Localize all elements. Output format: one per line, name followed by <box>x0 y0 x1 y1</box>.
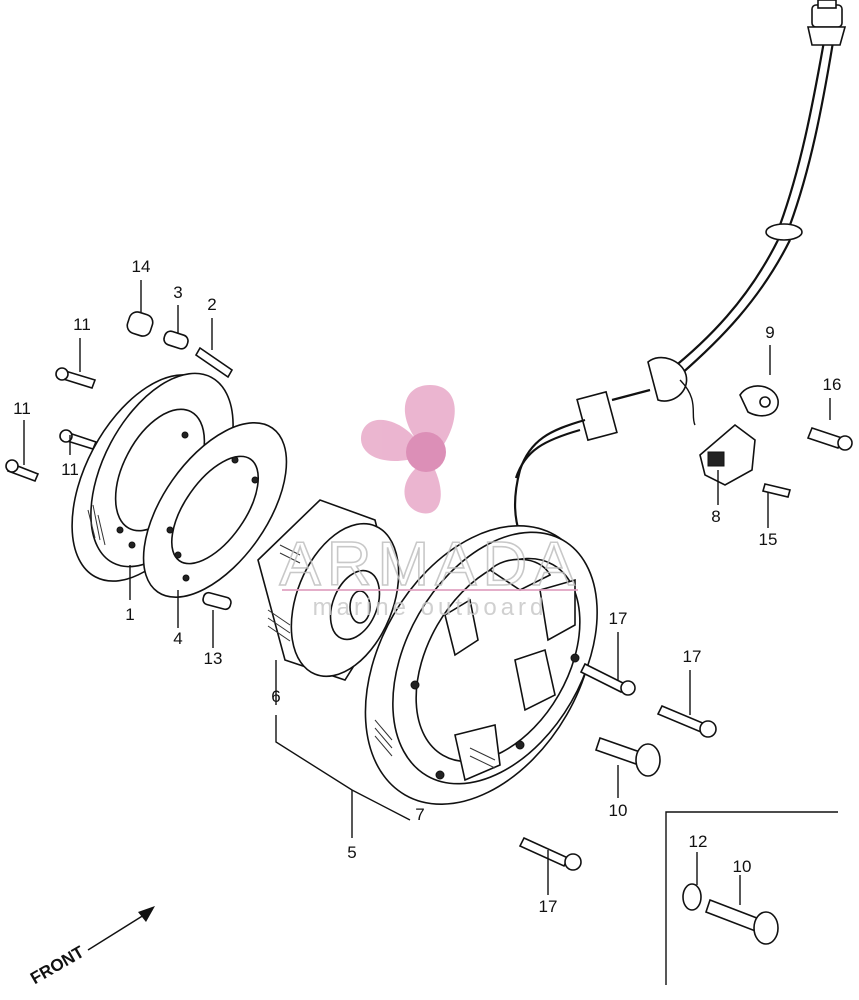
label-13: 13 <box>204 649 223 668</box>
label-5: 5 <box>347 843 356 862</box>
label-15: 15 <box>759 530 778 549</box>
label-7: 7 <box>415 805 424 824</box>
front-indicator <box>87 906 155 951</box>
label-17b: 17 <box>683 647 702 666</box>
watermark-title: ARMADA <box>279 530 580 599</box>
label-17c: 17 <box>539 897 558 916</box>
propeller-icon <box>360 385 455 514</box>
label-10a: 10 <box>609 801 628 820</box>
label-12: 12 <box>689 832 708 851</box>
label-10b: 10 <box>733 857 752 876</box>
label-4: 4 <box>173 629 182 648</box>
stator-part-7 <box>364 525 598 805</box>
watermark-subtitle: marine outboard <box>313 594 548 621</box>
label-11c: 11 <box>61 460 79 479</box>
label-8: 8 <box>711 507 720 526</box>
label-3: 3 <box>173 283 182 302</box>
label-1: 1 <box>125 605 134 624</box>
leader-lines <box>23 280 838 985</box>
plate-part-4 <box>142 422 288 598</box>
label-11b: 11 <box>13 399 31 418</box>
wire-harness <box>513 0 847 536</box>
label-9: 9 <box>765 323 774 342</box>
fasteners <box>5 311 779 945</box>
label-6: 6 <box>271 687 280 706</box>
front-label: FRONT <box>27 942 88 988</box>
label-17a: 17 <box>609 609 628 628</box>
label-11a: 11 <box>73 315 91 334</box>
label-14: 14 <box>132 257 151 276</box>
label-2: 2 <box>207 295 216 314</box>
label-16: 16 <box>823 375 842 394</box>
watermark-logo: ARMADA marine outboard <box>279 385 580 621</box>
pickup-bracket <box>699 385 853 498</box>
